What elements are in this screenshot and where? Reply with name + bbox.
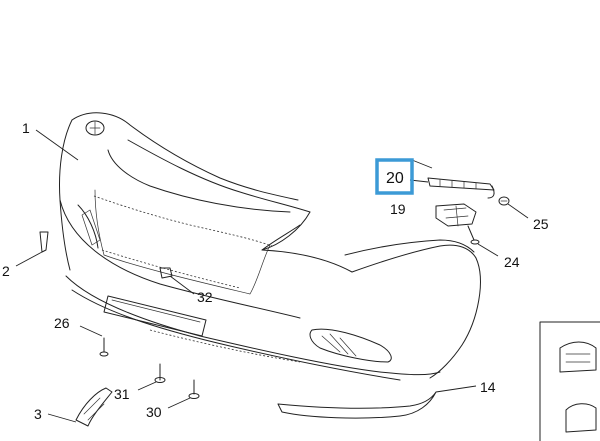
clip-part-2 — [15, 231, 49, 267]
callout-3: 3 — [34, 406, 42, 422]
callout-25: 25 — [533, 216, 549, 232]
callout-1: 1 — [22, 120, 30, 136]
callout-19: 19 — [390, 201, 406, 217]
bracket-assembly — [409, 159, 529, 257]
callout-24: 24 — [504, 254, 520, 270]
inset-diagram-partial — [539, 321, 600, 441]
callout-26: 26 — [54, 315, 70, 331]
callout-2: 2 — [2, 263, 10, 279]
retainer-part-32 — [159, 267, 195, 295]
bolt-part-30 — [167, 379, 200, 409]
callout-14: 14 — [480, 379, 496, 395]
part-20-highlight-box — [375, 158, 414, 195]
bolt-part-26 — [79, 325, 109, 357]
leader-part-1 — [35, 129, 79, 161]
bolt-part-31 — [137, 363, 166, 391]
callout-31: 31 — [114, 386, 130, 402]
callout-30: 30 — [146, 404, 162, 420]
front-bumper-cover — [59, 112, 481, 381]
lower-trim-strip-part-14 — [277, 385, 477, 419]
bracket-part-3 — [47, 387, 113, 427]
callout-20: 20 — [386, 170, 404, 187]
callout-32: 32 — [197, 289, 213, 305]
